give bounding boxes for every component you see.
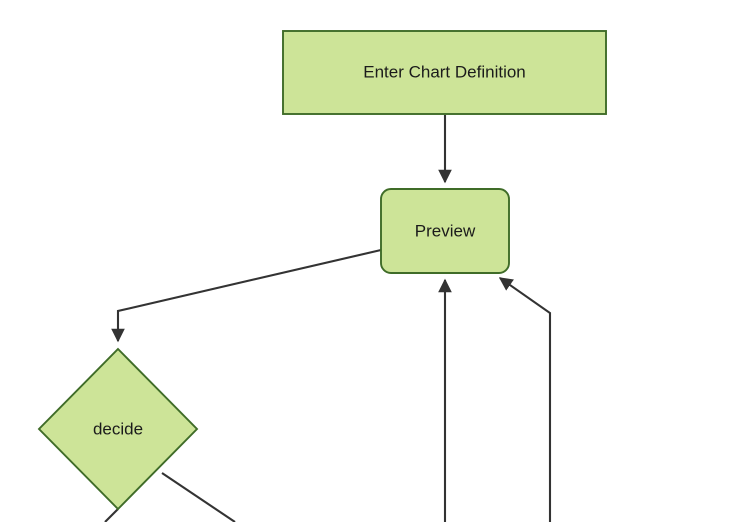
edge-preview-to-decide	[111, 248, 382, 343]
preview-shape[interactable]	[380, 188, 510, 274]
edge-into-preview-diagonal	[498, 277, 552, 522]
edge-decide-bottom-left	[104, 508, 119, 522]
node-decide[interactable]: decide	[37, 347, 199, 511]
edge-decide-bottom-right	[161, 472, 236, 522]
decide-shape[interactable]	[37, 347, 199, 511]
node-preview[interactable]: Preview	[380, 188, 510, 274]
node-enter-chart-definition[interactable]: Enter Chart Definition	[282, 30, 607, 115]
enter-chart-definition-shape[interactable]	[282, 30, 607, 115]
edges-group	[104, 115, 552, 522]
